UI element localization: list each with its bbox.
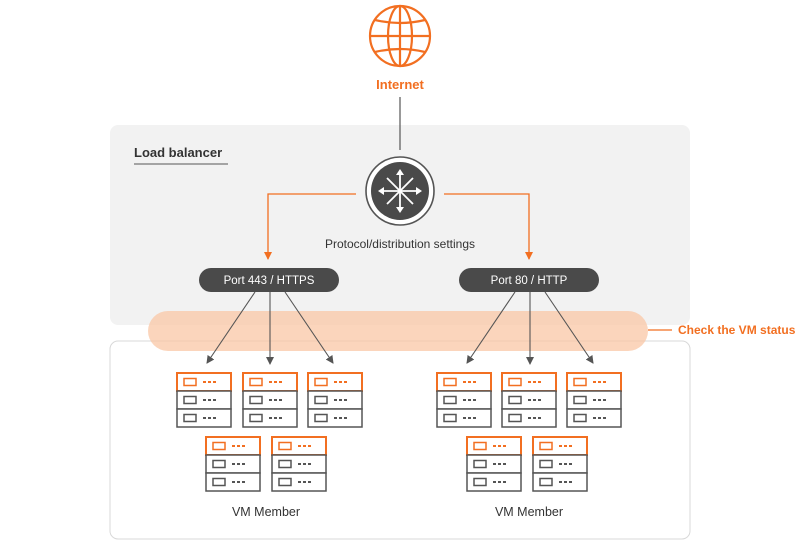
globe-icon (368, 4, 432, 68)
route-arrow-https (264, 193, 356, 260)
router-icon (365, 156, 435, 226)
port-pill-http-label: Port 80 / HTTP (491, 275, 568, 287)
server-icon (205, 436, 261, 492)
route-arrow-http (444, 193, 533, 260)
vm-member-label-right: VM Member (495, 505, 563, 519)
server-icon (566, 372, 622, 428)
port-pill-https-label: Port 443 / HTTPS (224, 275, 315, 287)
distribution-arrows-http (466, 291, 594, 365)
port-pill-http: Port 80 / HTTP (459, 268, 599, 292)
health-check-label: Check the VM status (678, 323, 796, 337)
internet-label: Internet (376, 77, 424, 92)
port-pill-https: Port 443 / HTTPS (199, 268, 339, 292)
server-icon (242, 372, 298, 428)
distribution-arrows-https (206, 291, 334, 365)
server-racks (176, 372, 622, 492)
server-icon (271, 436, 327, 492)
protocol-settings-label: Protocol/distribution settings (325, 237, 475, 251)
server-icon (466, 436, 522, 492)
server-icon (176, 372, 232, 428)
vm-member-container (109, 340, 691, 540)
server-icon (436, 372, 492, 428)
health-check-band (148, 311, 648, 351)
server-icon (501, 372, 557, 428)
vm-member-label-left: VM Member (232, 505, 300, 519)
load-balancer-title: Load balancer (134, 145, 222, 160)
server-icon (307, 372, 363, 428)
server-icon (532, 436, 588, 492)
